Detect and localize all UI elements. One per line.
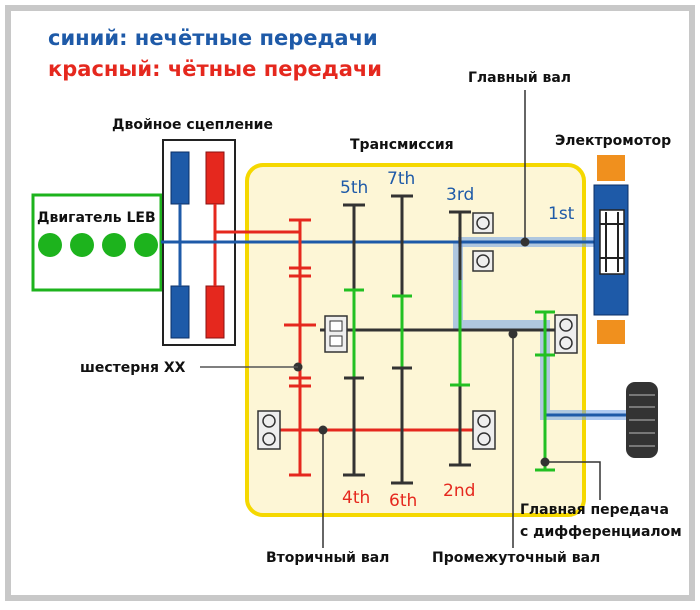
transmission-housing <box>245 163 586 517</box>
legend-blue: синий: нечётные передачи <box>48 26 378 50</box>
clutch-plate-red-bottom <box>205 285 225 339</box>
red-input-gears <box>284 218 316 477</box>
motor-rotor <box>599 209 625 275</box>
legend-red: красный: чётные передачи <box>48 57 382 81</box>
clutch-plate-blue-top <box>170 151 190 205</box>
gear-label-5th: 5th <box>340 178 368 198</box>
reverse-gear-label: шестерня XX <box>80 360 186 376</box>
bearing <box>472 212 494 234</box>
bearing <box>554 314 578 354</box>
main-shaft-label: Главный вал <box>468 70 571 86</box>
bearing <box>257 410 281 450</box>
intermediate-shaft-label: Промежуточный вал <box>432 550 600 566</box>
engine-cylinder <box>134 233 158 257</box>
wheel <box>626 382 658 458</box>
clutch-plate-blue-bottom <box>170 285 190 339</box>
bearing <box>472 250 494 272</box>
transmission-label: Трансмиссия <box>350 137 454 153</box>
gear-label-6th: 6th <box>389 491 417 511</box>
motor-cap-bottom <box>597 320 625 344</box>
gear-label-3rd: 3rd <box>446 185 474 205</box>
gear-column-5-4 <box>343 203 365 477</box>
electric-motor <box>593 155 629 344</box>
engine-label: Двигатель LEB <box>37 210 156 226</box>
clutch-plate-red-top <box>205 151 225 205</box>
secondary-shaft-label: Вторичный вал <box>266 550 389 566</box>
engine-cylinder <box>38 233 62 257</box>
final-drive-leader <box>545 461 601 500</box>
final-drive-column <box>535 310 555 472</box>
bearing <box>324 315 348 353</box>
gear-label-2nd: 2nd <box>443 481 475 501</box>
engine-cylinders <box>38 233 158 257</box>
electric-motor-label: Электромотор <box>555 133 671 149</box>
final-drive-label-line1: Главная передача <box>520 502 669 518</box>
bearing <box>472 410 496 450</box>
motor-cap-top <box>597 155 625 181</box>
outer-border <box>5 5 695 601</box>
engine-cylinder <box>102 233 126 257</box>
final-drive-label-line2: с дифференциалом <box>520 524 682 540</box>
bearings <box>257 212 578 450</box>
engine-cylinder <box>70 233 94 257</box>
gear-column-7-6 <box>391 194 413 485</box>
gear-label-7th: 7th <box>387 169 415 189</box>
gear-column-3-2 <box>449 210 471 467</box>
gear-label-1st: 1st <box>548 204 575 224</box>
dual-clutch-label: Двойное сцепление <box>112 117 273 133</box>
gear-label-4th: 4th <box>342 488 370 508</box>
